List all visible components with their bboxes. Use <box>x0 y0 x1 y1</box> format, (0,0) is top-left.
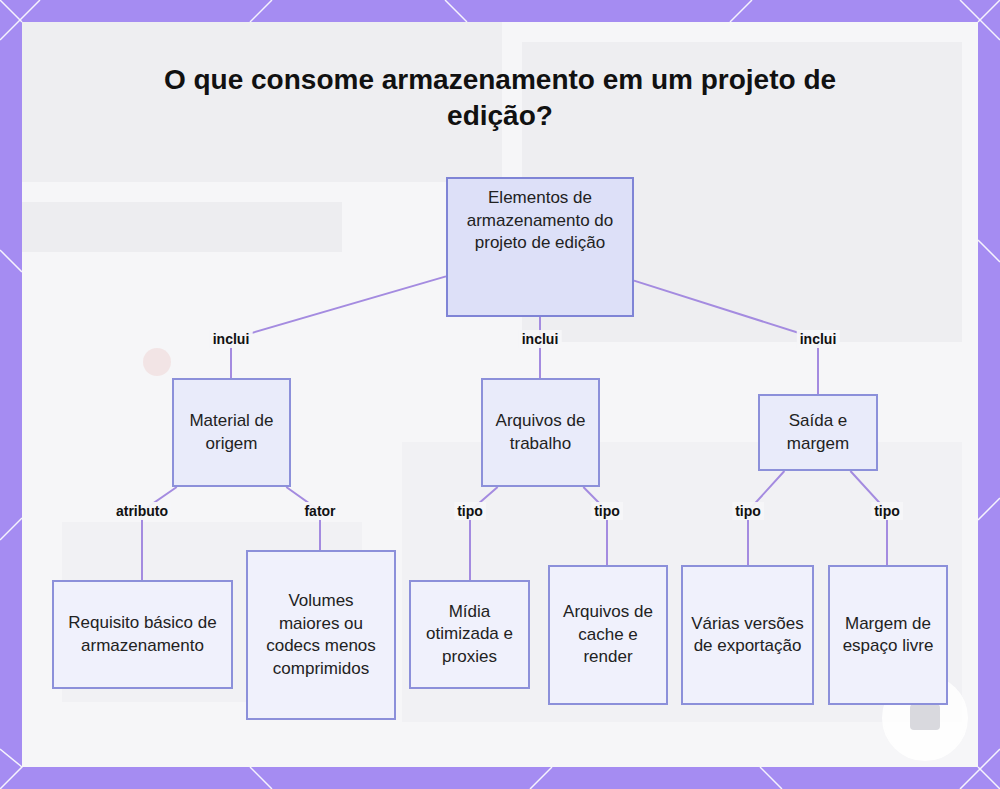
edge-label: inclui <box>519 330 562 348</box>
node-text-group: Requisito básico de armazenamento <box>62 612 223 657</box>
node-text-group: Margem de espaço livre <box>838 613 938 658</box>
connector-line <box>231 276 446 378</box>
edge-label: fator <box>301 502 338 520</box>
node-label: Elementos de armazenamento do projeto de… <box>456 187 624 255</box>
detail-box: Volumes maiores ou codecs menos comprimi… <box>246 550 396 720</box>
detail-box: Várias versões de exportação <box>681 565 814 705</box>
node-label: Material de origem <box>182 410 281 455</box>
node-text-group: Várias versões de exportação <box>691 613 804 658</box>
node-text-group: Volumes maiores ou codecs menos comprimi… <box>256 590 386 680</box>
node-label: Volumes maiores ou codecs menos comprimi… <box>256 590 386 680</box>
edge-label: atributo <box>113 502 171 520</box>
node-label: Margem de espaço livre <box>838 613 938 658</box>
node-text-group: Mídia otimizada e proxies <box>419 601 520 669</box>
node-label: Várias versões de exportação <box>691 613 804 658</box>
diagram-title: O que consome armazenamento em um projet… <box>150 62 850 134</box>
edge-label: tipo <box>732 502 764 520</box>
node-text-group: Saída e margem <box>768 410 868 455</box>
category-box: Arquivos de trabalho <box>481 378 600 487</box>
node-text-group: Arquivos de trabalho <box>491 410 590 455</box>
node-text-group: Elementos de armazenamento do projeto de… <box>456 187 624 255</box>
connector-line <box>634 281 818 394</box>
edge-label: tipo <box>454 502 486 520</box>
connector-line <box>142 487 177 580</box>
detail-box: Mídia otimizada e proxies <box>409 580 530 689</box>
node-label: Arquivos de cache e render <box>558 601 658 669</box>
edge-label: tipo <box>591 502 623 520</box>
edge-label: inclui <box>210 330 253 348</box>
connector-line <box>583 487 607 565</box>
node-label: Saída e margem <box>768 410 868 455</box>
node-label: Arquivos de trabalho <box>491 410 590 455</box>
root-box: Elementos de armazenamento do projeto de… <box>446 177 634 317</box>
node-text-group: Arquivos de cache e render <box>558 601 658 669</box>
edge-label: tipo <box>871 502 903 520</box>
detail-box: Arquivos de cache e render <box>548 565 668 705</box>
node-label: Mídia otimizada e proxies <box>419 601 520 669</box>
detail-box: Margem de espaço livre <box>828 565 948 705</box>
category-box: Material de origem <box>172 378 291 487</box>
detail-box: Requisito básico de armazenamento <box>52 580 233 689</box>
category-box: Saída e margem <box>758 394 878 471</box>
node-text-group: Material de origem <box>182 410 281 455</box>
edge-label: inclui <box>797 330 840 348</box>
node-label: Requisito básico de armazenamento <box>62 612 223 657</box>
connector-line <box>470 487 498 580</box>
